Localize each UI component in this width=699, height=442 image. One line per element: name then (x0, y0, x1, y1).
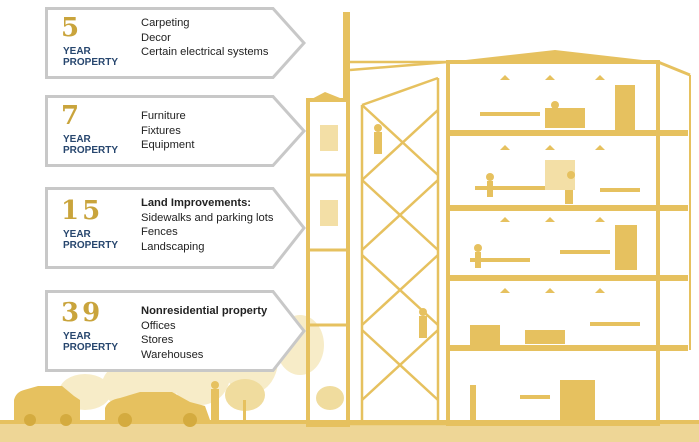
pedestrian (211, 381, 219, 421)
year-number: 15 (61, 196, 104, 226)
car-left (14, 386, 80, 426)
callout-arrow-shape (45, 95, 307, 167)
year-number: 5 (61, 13, 83, 43)
left-tower (306, 92, 350, 427)
list-item: Fixtures (141, 124, 181, 137)
list-item: Fences (141, 226, 178, 238)
item-list: Carpeting Decor Certain electrical syste… (141, 16, 268, 60)
list-item: Furniture (141, 110, 186, 122)
list-item: Landscaping (141, 240, 205, 253)
list-item: Stores (141, 334, 174, 346)
item-list: Land Improvements: Sidewalks and parking… (141, 196, 273, 254)
list-item: Carpeting (141, 17, 190, 29)
front-trees (225, 379, 344, 422)
ground (0, 424, 699, 442)
list-item: Warehouses (141, 348, 204, 361)
item-list: Nonresidential property Offices Stores W… (141, 304, 267, 362)
callout-arrow-shape (45, 290, 306, 372)
item-list: Furniture Fixtures Equipment (141, 109, 195, 153)
year-number: 39 (61, 298, 104, 328)
list-heading: Land Improvements: (141, 197, 252, 209)
car-right (105, 392, 210, 427)
year-number: 7 (61, 101, 83, 131)
main-building (374, 50, 691, 426)
list-heading: Nonresidential property (141, 305, 268, 317)
callout-arrow-shape (45, 187, 306, 269)
callout-arrow-shape (45, 7, 307, 79)
list-item: Decor (141, 31, 171, 44)
stair-tower (346, 60, 450, 426)
chimney (343, 12, 350, 102)
list-item: Offices (141, 319, 176, 332)
list-item: Sidewalks and parking lots (141, 211, 274, 224)
list-item: Equipment (141, 139, 195, 151)
list-item: Certain electrical systems (141, 46, 269, 58)
